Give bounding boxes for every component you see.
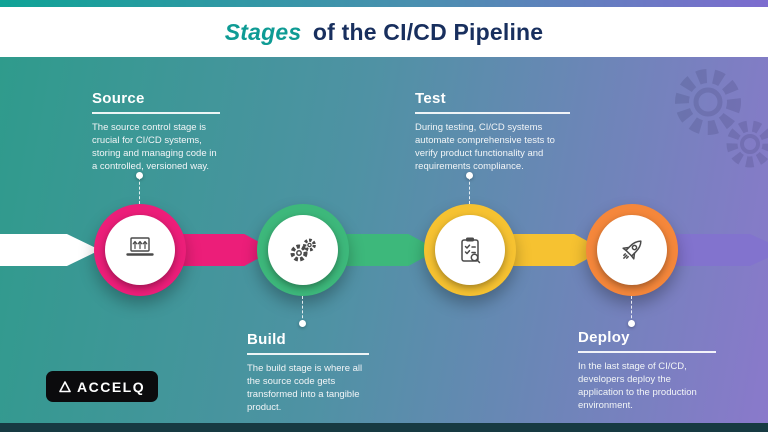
logo-text: ACCELQ (77, 378, 146, 395)
stage-description-build: The build stage is where all the source … (247, 362, 363, 413)
stage-node-source (94, 204, 186, 296)
accelq-logo: ACCELQ (46, 371, 159, 402)
gear-decoration-icon (675, 69, 768, 168)
stage-title-deploy: Deploy (578, 329, 630, 346)
stage-rule-source (92, 112, 220, 114)
header: Stages of the CI/CD Pipeline (0, 7, 768, 57)
stage-text-deploy: Deploy In the last stage of CI/CD, devel… (578, 329, 716, 412)
connector-dot-build (299, 320, 306, 327)
stage-node-test (424, 204, 516, 296)
page-title: Stages of the CI/CD Pipeline (225, 19, 544, 46)
stage-text-source: Source The source control stage is cruci… (92, 90, 220, 173)
stage-rule-deploy (578, 351, 716, 353)
stage-description-source: The source control stage is crucial for … (92, 121, 217, 172)
stage-description-deploy: In the last stage of CI/CD, developers d… (578, 360, 697, 411)
stage-title-test: Test (415, 90, 446, 107)
stage-rule-test (415, 112, 570, 114)
stage-node-deploy-inner (597, 215, 667, 285)
connector-test (469, 177, 470, 204)
stage-description-test: During testing, CI/CD systems automate c… (415, 121, 555, 172)
rocket-icon (622, 240, 642, 260)
stage-node-source-inner (105, 215, 175, 285)
title-rest: of the CI/CD Pipeline (306, 18, 544, 45)
stage-node-build-inner (268, 215, 338, 285)
connector-dot-source (136, 172, 143, 179)
source-control-icon (126, 237, 154, 256)
stage-rule-build (247, 353, 369, 355)
gears-icon (290, 238, 316, 262)
connector-deploy (631, 296, 632, 323)
bottom-bar (0, 423, 768, 432)
title-accent: Stages (224, 18, 302, 45)
connector-build (302, 296, 303, 323)
stage-title-build: Build (247, 331, 286, 348)
connector-dot-test (466, 172, 473, 179)
stage-text-build: Build The build stage is where all the s… (247, 331, 369, 414)
logo-triangle-icon (59, 380, 71, 392)
exit-arrow (660, 234, 768, 266)
connector-dot-deploy (628, 320, 635, 327)
stage-title-source: Source (92, 90, 145, 107)
stage-node-deploy (586, 204, 678, 296)
stage-node-test-inner (435, 215, 505, 285)
top-accent-bar (0, 0, 768, 7)
test-checklist-icon (461, 237, 481, 264)
stage-node-build (257, 204, 349, 296)
connector-source (139, 177, 140, 204)
stage-text-test: Test During testing, CI/CD systems autom… (415, 90, 570, 173)
